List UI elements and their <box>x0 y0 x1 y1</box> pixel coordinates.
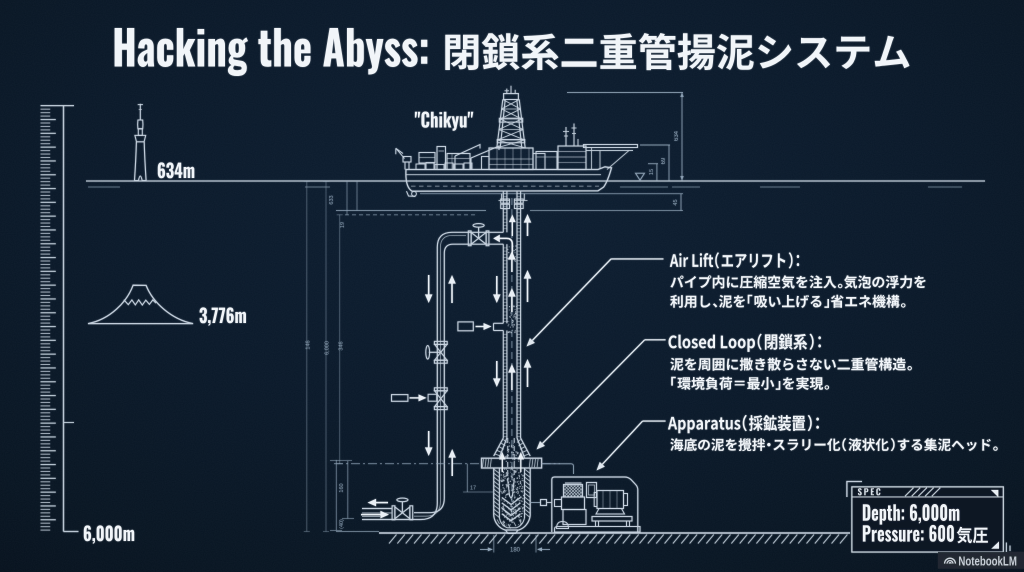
svg-text:15: 15 <box>649 169 655 175</box>
svg-text:17: 17 <box>470 486 476 492</box>
svg-text:45: 45 <box>673 199 679 205</box>
svg-text:160: 160 <box>339 483 345 492</box>
svg-text:(40): (40) <box>339 519 345 529</box>
svg-text:634: 634 <box>674 130 680 141</box>
svg-text:146: 146 <box>306 340 312 349</box>
svg-text:19: 19 <box>340 222 346 228</box>
svg-text:6,000: 6,000 <box>325 341 331 355</box>
svg-text:180: 180 <box>510 548 521 554</box>
svg-text:69: 69 <box>661 157 667 164</box>
svg-text:NotebookLM: NotebookLM <box>958 554 1017 568</box>
svg-text:633: 633 <box>329 195 335 204</box>
svg-text:346: 346 <box>339 341 345 350</box>
